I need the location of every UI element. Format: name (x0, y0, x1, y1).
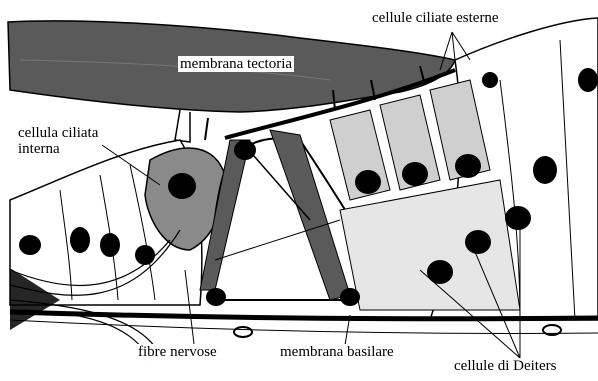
label-nerve-fibers: fibre nervose (136, 344, 219, 360)
deiters-cells (340, 180, 520, 310)
label-inner-hair-cell: cellula ciliata interna (16, 125, 130, 157)
label-basilar-membrane: membrana basilare (278, 344, 396, 360)
label-deiters-cells: cellule di Deiters (452, 358, 558, 374)
label-tectorial-membrane: membrana tectoria (178, 56, 294, 72)
label-outer-hair-cells: cellule ciliate esterne (370, 10, 501, 26)
